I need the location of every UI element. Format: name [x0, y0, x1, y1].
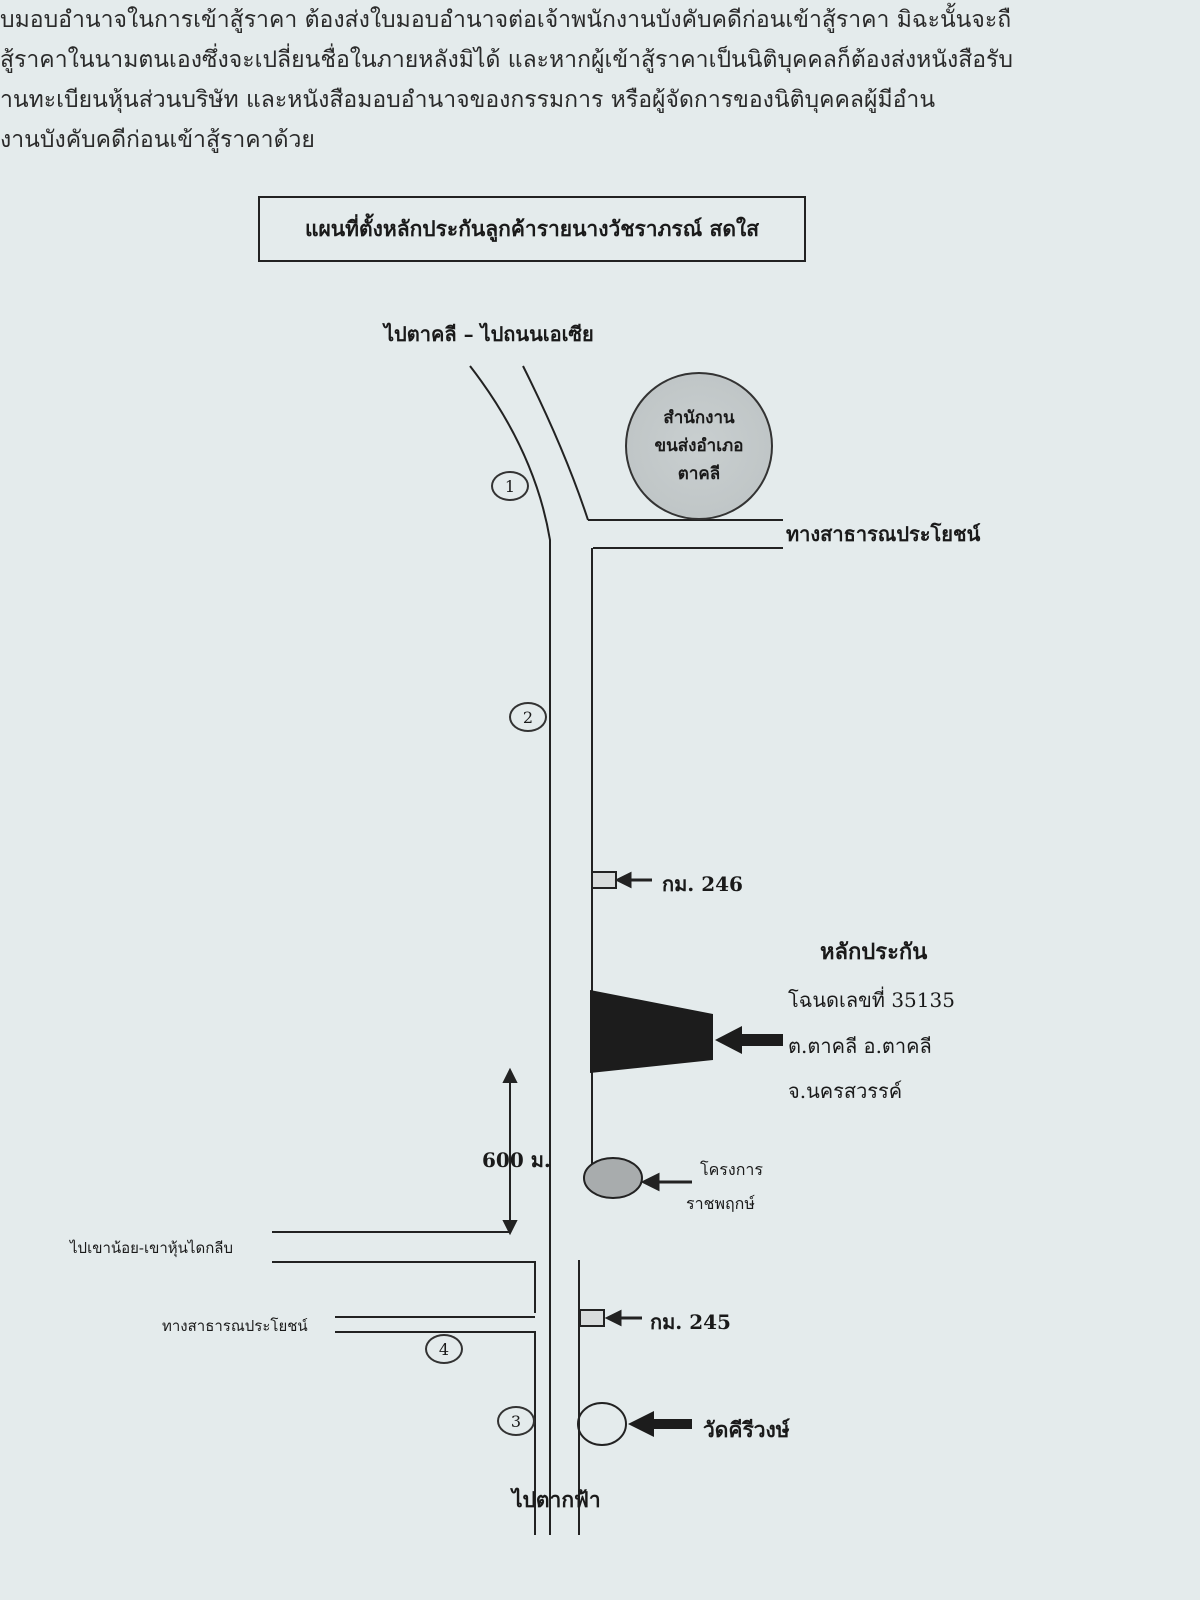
km-246-arrow [614, 871, 652, 889]
paragraph-line: บมอบอำนาจในการเข้าสู้ราคา ต้องส่งใบมอบอำ… [0, 7, 1012, 33]
left-road-bottom-edge [272, 1261, 536, 1313]
km-marker-245-box [579, 1309, 605, 1327]
map-title: แผนที่ตั้งหลักประกันลูกค้ารายนางวัชราภรณ… [258, 196, 806, 262]
public-road-left-label: ทางสาธารณประโยชน์ [162, 1317, 308, 1335]
project-line-2: ราชพฤกษ์ [686, 1194, 755, 1213]
map-title-text: แผนที่ตั้งหลักประกันลูกค้ารายนางวัชราภรณ… [304, 215, 760, 241]
left-public-road-bottom-edge [335, 1331, 536, 1535]
main-road-right-edge [522, 365, 589, 521]
project-ellipse [583, 1157, 643, 1199]
distance-arrow [502, 1067, 518, 1236]
km-marker-246-box [591, 871, 617, 889]
project-arrow [640, 1172, 692, 1192]
distance-label: 600 ม. [482, 1148, 551, 1172]
office-line-3: ตาคลี [677, 464, 721, 484]
main-road-left-edge [469, 365, 551, 1535]
public-road-right-label: ทางสาธารณประโยชน์ [786, 522, 981, 546]
route-number-1: 1 [491, 471, 529, 501]
paragraph-line: านทะเบียนหุ้นส่วนบริษัท และหนังสือมอบอำน… [0, 87, 936, 113]
collateral-heading: หลักประกัน [820, 939, 928, 965]
collateral-province: จ.นครสวรรค์ [788, 1079, 903, 1103]
project-line-1: โครงการ [700, 1160, 763, 1179]
paragraph-line: สู้ราคาในนามตนเองซึ่งจะเปลี่ยนชื่อในภายห… [0, 47, 1013, 73]
bottom-road-label: ไปตากฟ้า [512, 1487, 601, 1512]
left-road-label: ไปเขาน้อย-เขาหุ้นไดกลีบ [70, 1239, 234, 1257]
temple-arrow [628, 1411, 692, 1437]
route-number-2: 2 [509, 702, 547, 732]
top-road-label: ไปตาคลี – ไปถนนเอเซีย [384, 322, 594, 346]
temple-label: วัดคีรีวงษ์ [703, 1417, 790, 1442]
office-line-2: ขนส่งอำเภอ [654, 436, 744, 456]
collateral-district: ต.ตาคลี อ.ตาคลี [788, 1034, 932, 1058]
transport-office: สำนักงาน ขนส่งอำเภอ ตาคลี [625, 372, 773, 520]
collateral-deed: โฉนดเลขที่ 35135 [788, 988, 955, 1012]
paragraph-line: งานบังคับคดีก่อนเข้าสู้ราคาด้วย [0, 127, 315, 153]
route-number-3: 3 [497, 1406, 535, 1436]
collateral-arrow [715, 1026, 783, 1054]
office-line-1: สำนักงาน [663, 408, 735, 428]
temple-circle [577, 1402, 627, 1446]
km-245-arrow [604, 1309, 642, 1327]
km-245-label: กม. 245 [650, 1310, 731, 1334]
km-246-label: กม. 246 [662, 872, 743, 896]
instruction-paragraph: บมอบอำนาจในการเข้าสู้ราคา ต้องส่งใบมอบอำ… [0, 0, 1200, 160]
collateral-parcel [590, 990, 713, 1073]
route-number-4: 4 [425, 1334, 463, 1364]
